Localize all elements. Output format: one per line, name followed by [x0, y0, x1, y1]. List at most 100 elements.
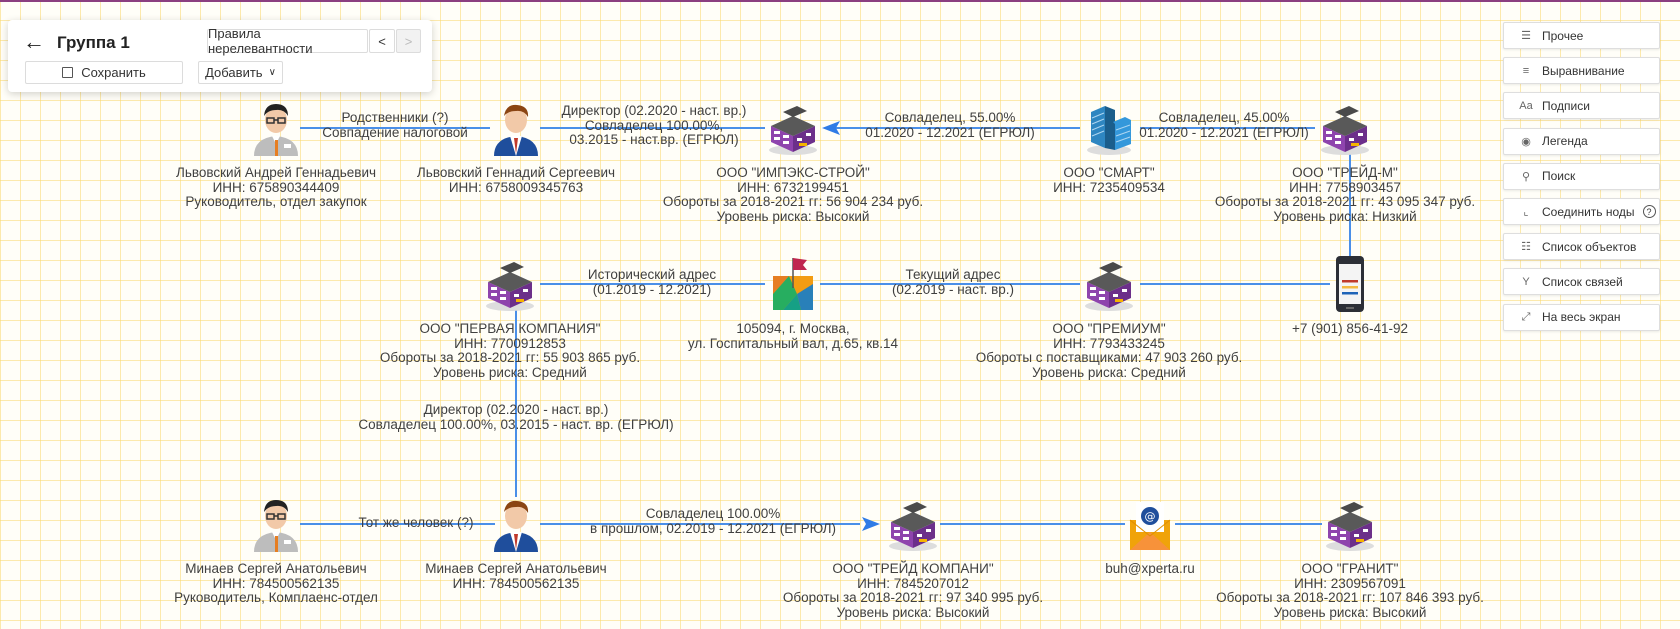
- node-label: buh@xperta.ru: [1000, 561, 1300, 577]
- edge-label: Совладелец, 45.00%01.2020 - 12.2021 (ЕГР…: [1024, 110, 1424, 140]
- connect-icon: ⌞: [1523, 206, 1529, 218]
- toolbar-button-sliders[interactable]: ☰ Прочее: [1503, 22, 1660, 49]
- node-company[interactable]: ООО "СМАРТ"ИНН: 7235409534: [959, 98, 1259, 195]
- node-label-line: ИНН: 6732199451: [737, 179, 849, 195]
- toolbar-button-branch[interactable]: Y Список связей: [1503, 268, 1660, 296]
- save-button[interactable]: Сохранить: [25, 61, 183, 84]
- edge-label: Тот же человек (?): [216, 515, 616, 531]
- node-label-line: Руководитель, отдел закупок: [185, 194, 367, 209]
- edge-label-line: Совладелец 100.00%: [645, 506, 781, 521]
- toolbar-button-binoculars[interactable]: ◉Легенда: [1503, 127, 1660, 155]
- page-title: Группа 1: [57, 33, 130, 52]
- node-address[interactable]: 105094, г. Москва,ул. Госпитальный вал, …: [643, 254, 943, 351]
- toolbar-button-label: Список связей: [1542, 274, 1623, 289]
- node-phone[interactable]: +7 (901) 856-41-92: [1200, 254, 1500, 337]
- group-panel: ← Группа 1 Правила нерелевантности < > С…: [8, 20, 432, 92]
- node-label-line: ООО "ИМПЭКС-СТРОЙ": [716, 165, 870, 180]
- edge-label-line: 01.2020 - 12.2021 (ЕГРЮЛ): [1139, 124, 1309, 140]
- add-label: Добавить: [205, 65, 263, 80]
- node-label-line: ИНН: 2309567091: [1294, 575, 1406, 591]
- back-arrow-icon[interactable]: ←: [23, 29, 45, 54]
- node-label-line: Уровень риска: Высокий: [716, 208, 870, 224]
- node-label: +7 (901) 856-41-92: [1200, 321, 1500, 337]
- node-email[interactable]: @buh@xperta.ru: [1000, 494, 1300, 577]
- edge-label-line: Совпадение налоговой: [322, 124, 468, 140]
- toolbar-button-label: Прочее: [1542, 28, 1584, 43]
- node-label-line: Обороты с поставщиками: 47 903 260 руб.: [975, 350, 1243, 365]
- toolbar-button-fullscreen[interactable]: ⤢На весь экран: [1503, 303, 1660, 331]
- node-label-line: ООО "ПРЕМИУМ": [1052, 321, 1166, 336]
- edge-label-line: (02.2019 - наст. вр.): [891, 281, 1015, 297]
- node-label-line: Минаев Сергей Анатольевич: [425, 561, 607, 576]
- node-label-line: ИНН: 7758903457: [1289, 179, 1401, 195]
- arrow-head: [862, 517, 880, 531]
- node-label-line: ИНН: 6758009345763: [448, 179, 584, 195]
- hierarchy-icon: ☷: [1521, 241, 1531, 254]
- text-icon: Aa: [1519, 99, 1533, 112]
- node-label-line: Уровень риска: Низкий: [1273, 208, 1417, 224]
- node-label-line: Обороты за 2018-2021 гг: 43 095 347 руб.: [1214, 194, 1476, 209]
- next-button[interactable]: >: [396, 29, 421, 53]
- phone-icon: [1320, 254, 1380, 314]
- toolbar-button-hierarchy[interactable]: ☷Список объектов: [1503, 233, 1660, 261]
- help-icon[interactable]: ?: [1642, 205, 1656, 218]
- company-icon: [480, 254, 540, 314]
- toolbar-button-label: Выравнивание: [1542, 63, 1625, 78]
- edge-label-line: Тот же человек (?): [358, 515, 474, 530]
- node-label-line: Руководитель, Комплаенс-отдел: [174, 590, 378, 605]
- company-icon: [1320, 494, 1380, 554]
- toolbar-button-search[interactable]: ⚲Поиск: [1503, 162, 1660, 190]
- edge-label-line: Директор (02.2020 - наст. вр.): [561, 103, 747, 118]
- office-tower-icon: [1079, 98, 1139, 158]
- toolbar-button-align[interactable]: ≡Выравнивание: [1503, 57, 1660, 85]
- node-label-line: Минаев Сергей Анатольевич: [185, 561, 367, 576]
- node-label-line: Уровень риска: Средний: [433, 364, 587, 380]
- irrelevance-rules-button[interactable]: Правила нерелевантности: [207, 26, 368, 56]
- node-label-line: ИНН: 7845207012: [857, 575, 969, 591]
- node-label-line: ИНН: 784500562135: [452, 575, 580, 591]
- sliders-icon: ☰: [1521, 30, 1531, 42]
- node-label-line: ООО "ГРАНИТ": [1301, 561, 1399, 576]
- node-label-line: ИНН: 7793433245: [1053, 335, 1165, 351]
- node-label: ООО "СМАРТ"ИНН: 7235409534: [959, 165, 1259, 195]
- node-label-line: Львовский Андрей Геннадьевич: [175, 165, 377, 180]
- company-icon: [883, 494, 943, 554]
- toolbar-button-connect[interactable]: ⌞Соединить ноды?: [1503, 198, 1660, 225]
- node-label-line: Обороты за 2018-2021 гг: 56 904 234 руб.: [662, 194, 924, 209]
- person-suit-icon: [486, 494, 546, 554]
- map-icon: [763, 254, 823, 314]
- prev-button[interactable]: <: [369, 29, 395, 53]
- edge-label-line: Директор (02.2020 - наст. вр.): [423, 402, 609, 417]
- node-label-line: ул. Госпитальный вал, д.65, кв.14: [687, 335, 899, 351]
- node-label-line: Обороты за 2018-2021 гг: 97 340 995 руб.: [782, 590, 1044, 605]
- edge-label-line: Совладелец, 45.00%: [1158, 110, 1290, 125]
- edge-label: Исторический адрес(01.2019 - 12.2021): [452, 267, 852, 297]
- add-dropdown[interactable]: Добавить ∨: [198, 61, 283, 84]
- node-label-line: Обороты за 2018-2021 гг: 107 846 393 руб…: [1216, 590, 1484, 605]
- node-label-line: buh@xperta.ru: [1105, 561, 1195, 576]
- company-icon: [1315, 98, 1375, 158]
- edge-label-line: Текущий адрес: [905, 267, 1001, 282]
- node-label-line: +7 (901) 856-41-92: [1292, 321, 1408, 336]
- branch-icon: Y: [1522, 275, 1530, 288]
- node-label-line: 105094, г. Москва,: [736, 321, 850, 336]
- fullscreen-icon: ⤢: [1521, 310, 1531, 323]
- chevron-down-icon: ∨: [268, 67, 276, 78]
- node-label-line: ООО "СМАРТ": [1063, 165, 1155, 180]
